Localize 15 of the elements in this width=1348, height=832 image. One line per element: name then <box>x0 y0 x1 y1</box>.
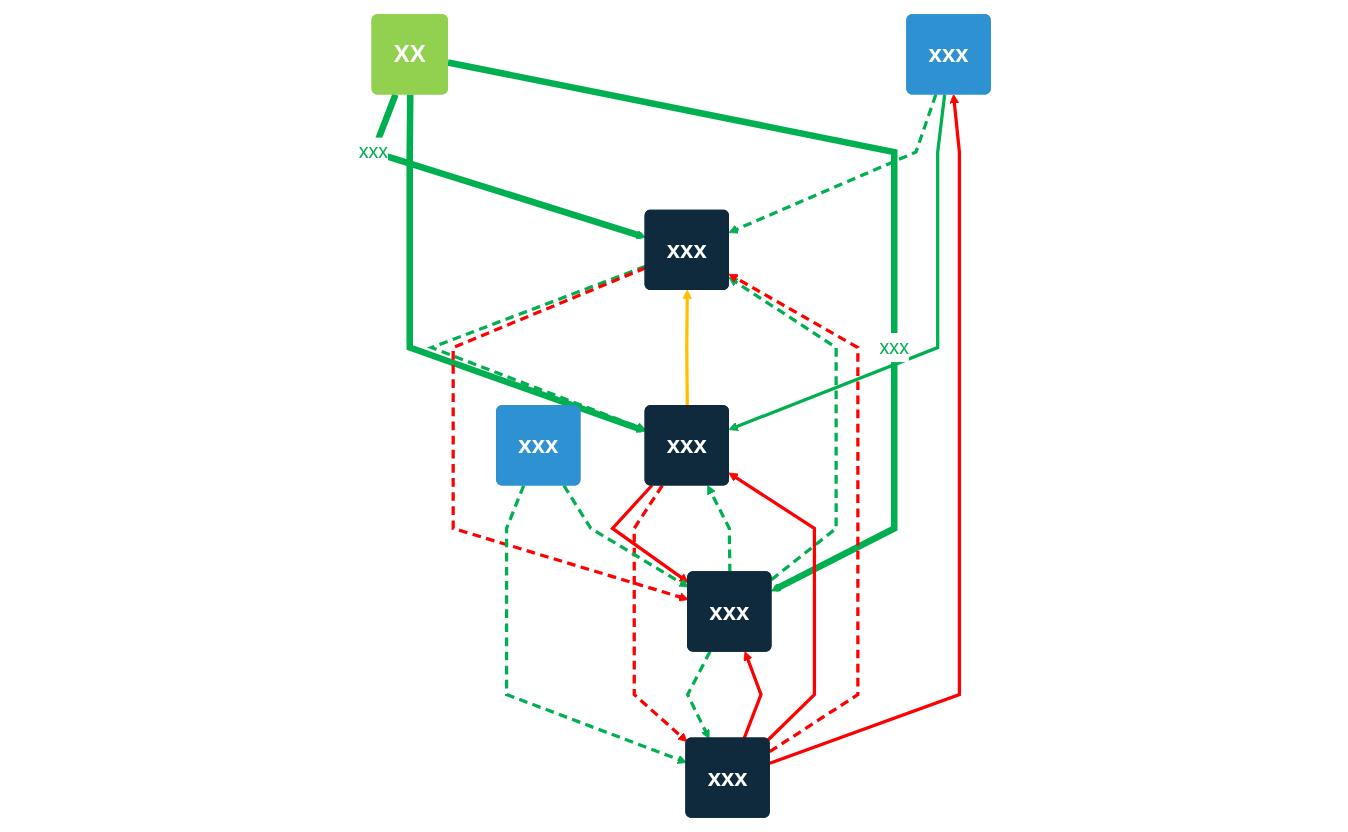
arrow <box>728 94 937 234</box>
arrow <box>632 484 687 743</box>
arrow <box>706 485 732 573</box>
arrow <box>728 273 860 753</box>
arrow <box>742 651 763 740</box>
arrow <box>685 650 711 739</box>
edge-label: xxx <box>879 336 909 358</box>
arrow <box>728 472 816 742</box>
arrow <box>504 484 687 764</box>
arrow <box>728 277 838 581</box>
arrow <box>728 94 946 431</box>
arrow <box>446 59 898 592</box>
edge-label: xxx <box>358 140 388 163</box>
arrow <box>682 289 692 407</box>
arrow <box>768 94 961 765</box>
